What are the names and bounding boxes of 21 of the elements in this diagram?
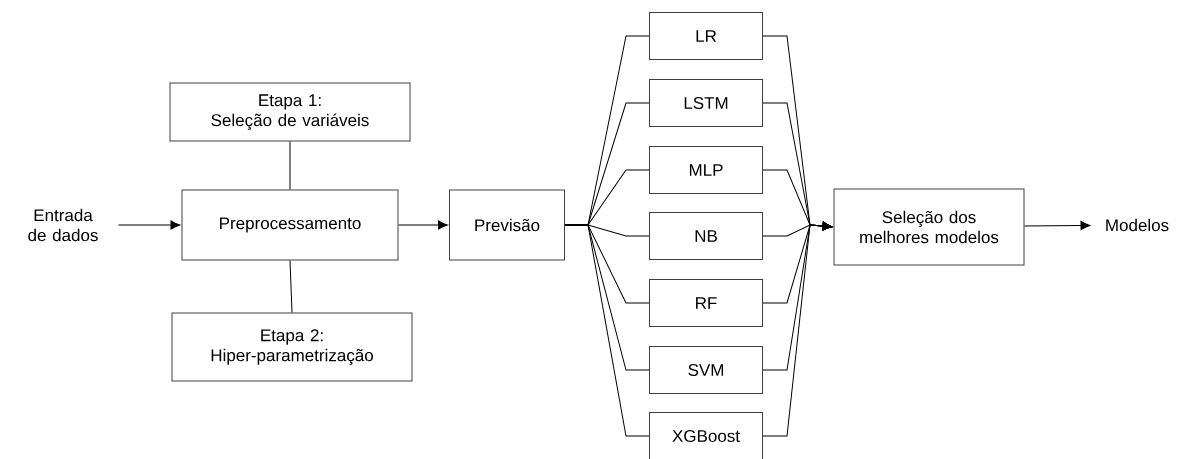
process-box: XGBoost [649, 412, 763, 459]
process-box: NB [649, 212, 763, 260]
process-box: Etapa 1: Seleção de variáveis [169, 82, 411, 142]
connector-line [564, 224, 650, 437]
arrow [118, 220, 181, 230]
process-box: LSTM [649, 79, 763, 127]
process-box: SVM [649, 346, 763, 394]
process-box: Preprocessamento [181, 189, 399, 261]
arrow [398, 220, 448, 230]
process-box: MLP [649, 146, 763, 194]
process-box: LR [649, 12, 763, 60]
arrow [762, 221, 833, 437]
process-box: Seleção dos melhores modelos [833, 188, 1025, 266]
connector-line [289, 141, 291, 190]
connector-line [289, 260, 293, 313]
flow-label: Entrada de dados [28, 208, 98, 242]
process-box: Previsão [449, 189, 565, 261]
flow-label: Modelos [1106, 218, 1169, 232]
process-box: RF [649, 279, 763, 327]
arrow [1024, 221, 1091, 231]
process-box: Etapa 2: Hiper-parametrização [171, 312, 413, 382]
